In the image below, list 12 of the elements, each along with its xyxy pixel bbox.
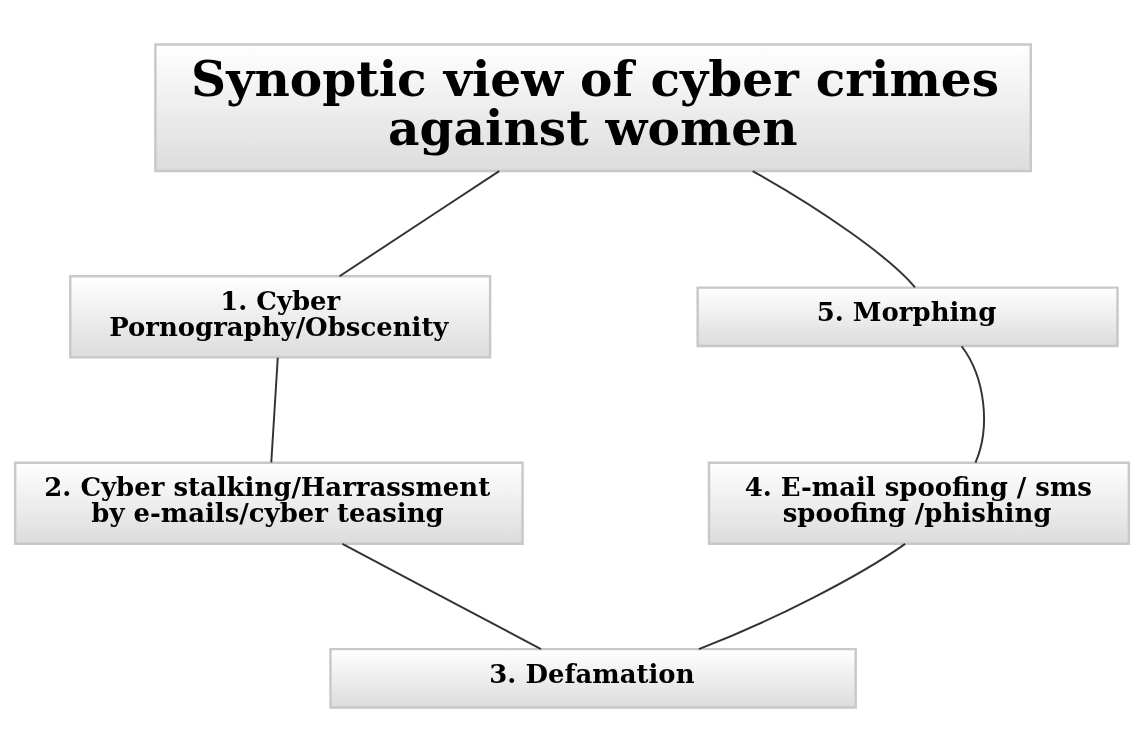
node-box: 5. Morphing <box>696 285 1119 347</box>
connector <box>960 344 985 464</box>
connector <box>270 356 279 463</box>
node-box: 4. E-mail spoofing / sms spoofing /phishing <box>707 461 1131 545</box>
connector <box>338 169 501 277</box>
node-box: 3. Defamation <box>329 647 857 709</box>
node-box: Synoptic view of cyber crimes against women <box>154 42 1032 172</box>
node-box: 2. Cyber stalking/Harrassment by e-mails/cyber teasing <box>13 461 524 545</box>
connector <box>697 542 907 650</box>
node-box: 1. Cyber Pornography/Obscenity <box>69 274 492 359</box>
connector <box>751 169 916 288</box>
connector <box>341 542 542 650</box>
